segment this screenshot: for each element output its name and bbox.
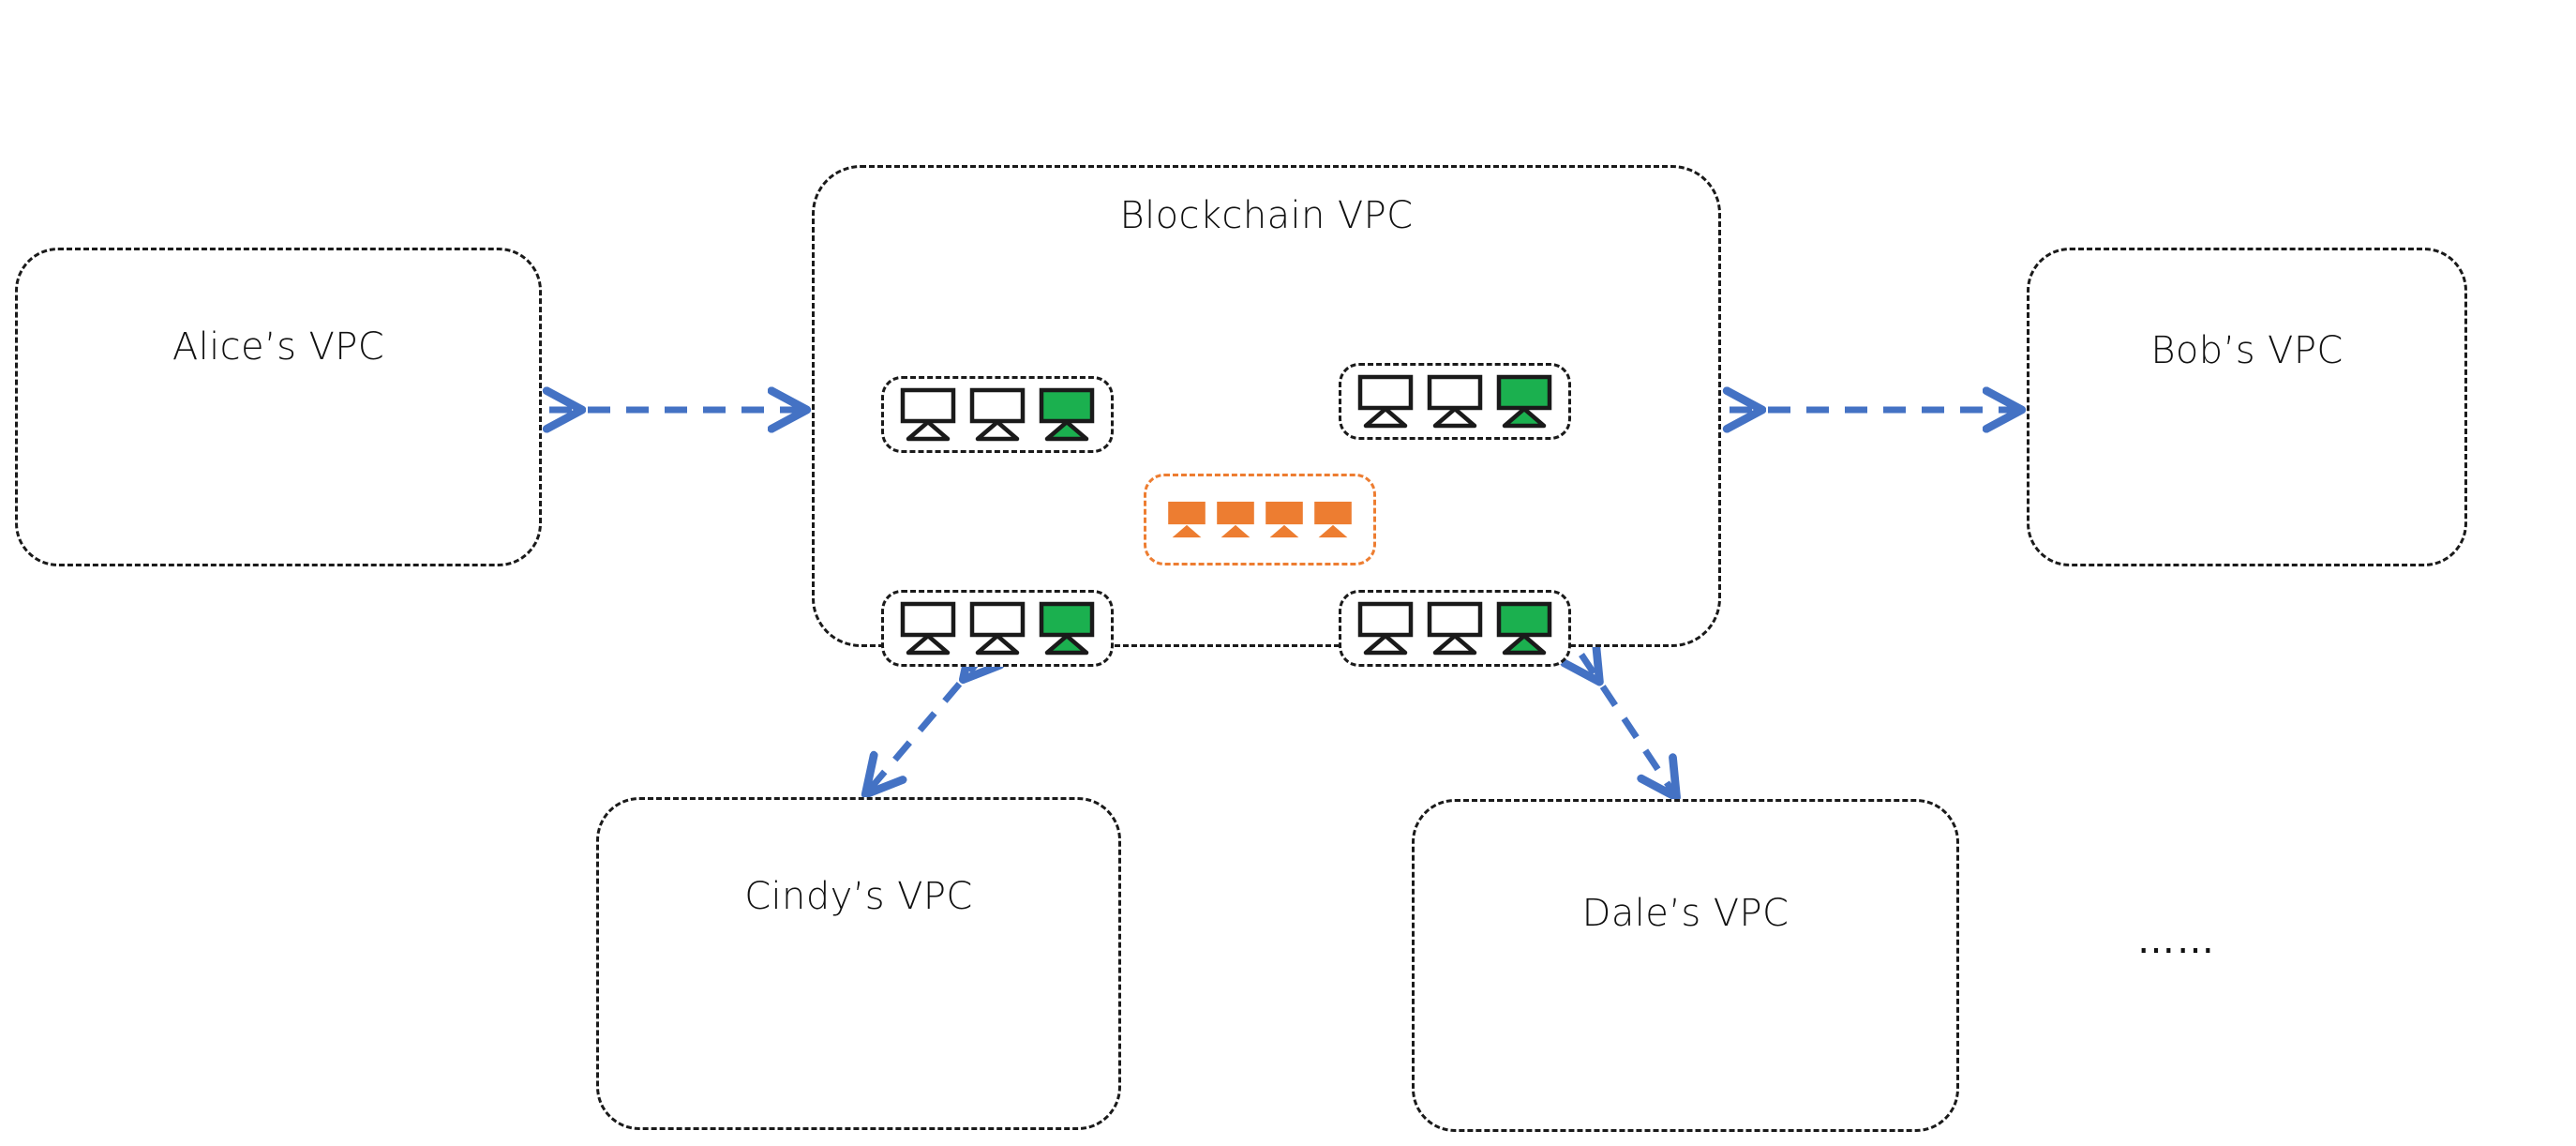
monitor-icon xyxy=(1357,601,1414,656)
vpc-label-dale: Dale’s VPC xyxy=(1581,892,1790,935)
monitor-icon xyxy=(900,387,956,442)
vpc-box-dale[interactable]: Dale’s VPC xyxy=(1412,799,1959,1132)
vpc-label-cindy: Cindy’s VPC xyxy=(744,875,973,918)
node-group-bottom-right[interactable] xyxy=(1339,590,1571,667)
vpc-label-alice: Alice’s VPC xyxy=(172,325,385,369)
monitor-icon xyxy=(1217,501,1254,538)
node-group-top-right[interactable] xyxy=(1339,363,1571,440)
connection-blockchain-cindy xyxy=(867,655,984,792)
connection-blockchain-dale xyxy=(1581,655,1675,795)
node-group-ordering-service[interactable] xyxy=(1144,474,1376,565)
vpc-box-bob[interactable]: Bob’s VPC xyxy=(2027,248,2467,566)
monitor-icon xyxy=(1357,374,1414,429)
more-vpcs-ellipsis: …… xyxy=(2137,919,2216,962)
monitor-icon xyxy=(1039,601,1095,656)
monitor-icon xyxy=(969,601,1026,656)
monitor-icon xyxy=(1427,374,1483,429)
monitor-icon xyxy=(1039,387,1095,442)
monitor-icon xyxy=(1496,374,1552,429)
vpc-label-bob: Bob’s VPC xyxy=(2150,329,2344,372)
monitor-icon xyxy=(1168,501,1206,538)
monitor-icon xyxy=(900,601,956,656)
monitor-icon xyxy=(1314,501,1352,538)
monitor-icon xyxy=(969,387,1026,442)
vpc-box-cindy[interactable]: Cindy’s VPC xyxy=(596,797,1121,1130)
vpc-box-blockchain[interactable]: Blockchain VPC xyxy=(812,165,1721,667)
vpc-box-alice[interactable]: Alice’s VPC xyxy=(15,248,542,566)
monitor-icon xyxy=(1266,501,1303,538)
vpc-label-blockchain: Blockchain VPC xyxy=(1119,194,1414,237)
node-group-bottom-left[interactable] xyxy=(881,590,1114,667)
monitor-icon xyxy=(1496,601,1552,656)
node-group-top-left[interactable] xyxy=(881,376,1114,453)
monitor-icon xyxy=(1427,601,1483,656)
